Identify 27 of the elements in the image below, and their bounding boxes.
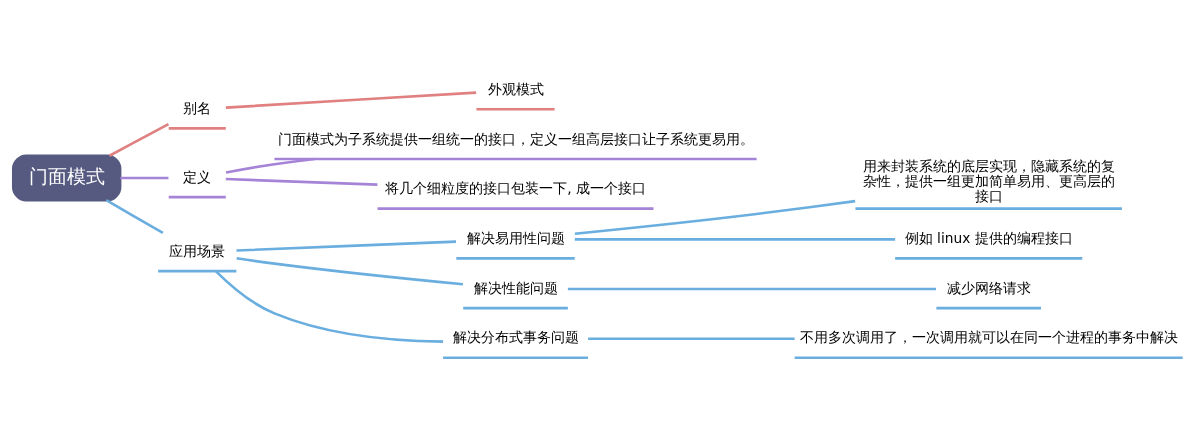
connector: [236, 239, 457, 252]
node-text: 减少网络请求: [946, 279, 1031, 296]
connector: [225, 157, 315, 174]
node-text: 用来封装系统的底层实现，隐藏系统的复杂性，提供一组更加简单易用、更高层的接口: [862, 157, 1115, 204]
connector: [108, 122, 170, 157]
node-text: 门面模式为子系统提供一组统一的接口，定义一组高层接口让子系统更易用。: [277, 130, 754, 147]
connector: [225, 177, 378, 186]
connector: [105, 198, 164, 234]
connector: [588, 336, 795, 340]
node-text: 解决分布式事务问题: [452, 328, 579, 345]
connector: [574, 237, 896, 241]
node-text: 别名: [183, 99, 212, 116]
connector: [120, 176, 169, 179]
node-text: 定义: [183, 168, 212, 185]
connector: [236, 256, 463, 286]
node-text: 解决性能问题: [473, 279, 558, 296]
node-text: 例如 linux 提供的编程接口: [904, 229, 1073, 246]
node-text: 将几个细粒度的接口包装一下, 成一个接口: [385, 179, 646, 196]
connector: [225, 90, 477, 109]
connector: [215, 269, 444, 343]
node-box: 门面模式: [11, 154, 122, 202]
connector: [567, 287, 937, 290]
node-text: 不用多次调用了，一次调用就可以在同一个进程的事务中解决: [799, 328, 1178, 345]
node-text: 外观模式: [487, 80, 544, 97]
node-text: 应用场景: [169, 242, 226, 259]
node-text: 解决易用性问题: [466, 229, 565, 246]
connector: [574, 199, 856, 235]
